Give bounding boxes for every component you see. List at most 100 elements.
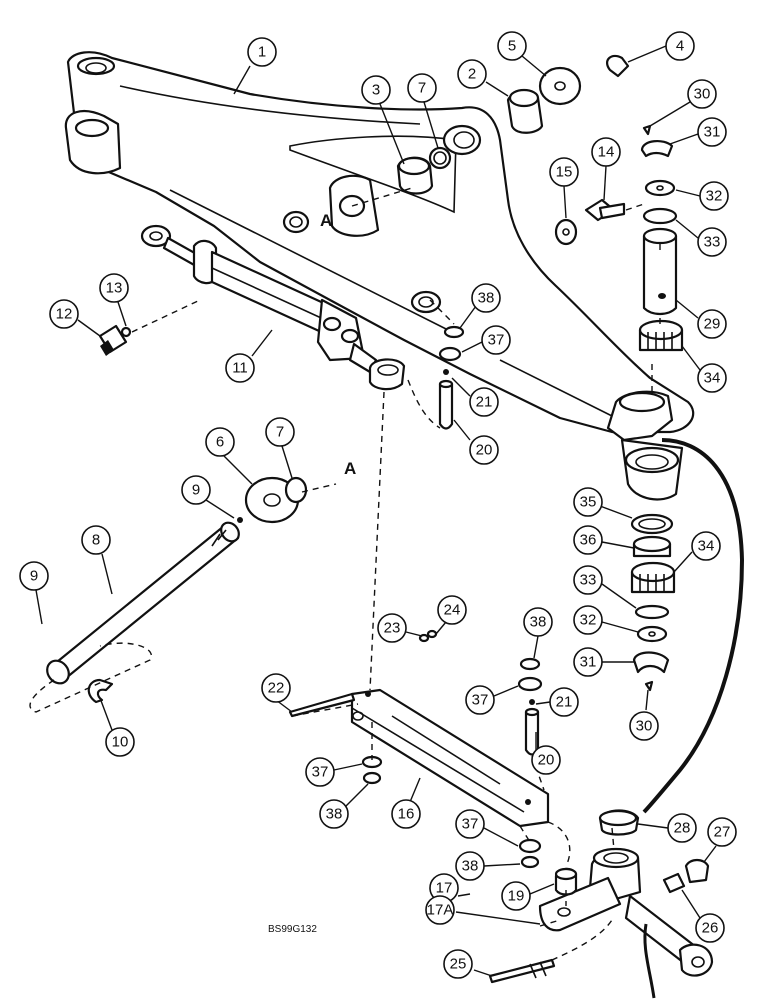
figure-code: BS99G132 (268, 924, 317, 935)
callout-label: 31 (580, 654, 597, 671)
lower-bearing-stack (630, 513, 676, 692)
callout-label: 37 (312, 764, 329, 781)
callout-label: 12 (56, 306, 73, 323)
callout: 23 (377, 613, 423, 643)
callout-label: 6 (216, 434, 224, 451)
callout-label: 32 (580, 612, 597, 629)
callout: 16 (391, 777, 421, 829)
callout: 34 (673, 531, 721, 573)
callout-label: 27 (714, 824, 731, 841)
callout: 6 (205, 427, 253, 485)
upper-pin-group (438, 325, 465, 430)
upper-kingpin-stack (554, 124, 684, 352)
callout: 7 (407, 73, 439, 149)
callout-label: 38 (478, 290, 495, 307)
callout: 21 (535, 687, 579, 717)
callout-group: 1 2 3 7 5 4 30 31 14 15 32 33 29 34 13 1… (19, 31, 737, 979)
callout-label: 36 (580, 532, 597, 549)
callout-label: 3 (372, 82, 380, 99)
hydraulic-hose (642, 438, 745, 999)
callout-label: 29 (704, 316, 721, 333)
callout-label: 35 (580, 494, 597, 511)
callout-label: 21 (476, 394, 493, 411)
callout: 19 (501, 881, 555, 911)
callout-label: 19 (508, 888, 525, 905)
callout-label: 20 (476, 442, 493, 459)
callout: 37 (461, 325, 511, 355)
ref-mark-a: A (320, 211, 332, 230)
callout-label: 7 (276, 424, 284, 441)
callout: 10 (99, 697, 135, 757)
callout: 30 (629, 689, 659, 741)
callout: 37 (305, 757, 363, 787)
callout: 17 (429, 873, 471, 903)
callout: 36 (573, 525, 635, 555)
callout-label: 25 (450, 956, 467, 973)
callout-label: 17A (427, 902, 454, 919)
callout: 38 (459, 283, 501, 329)
callout-label: 31 (704, 124, 721, 141)
callout-label: 15 (556, 164, 573, 181)
callout-label: 16 (398, 806, 415, 823)
callout: 28 (637, 813, 697, 843)
axle-arm (64, 51, 695, 501)
callout-label: 2 (468, 66, 476, 83)
reference-marks: A A (320, 211, 356, 478)
steering-knuckle (488, 809, 714, 984)
hydraulic-cylinder (140, 224, 406, 391)
callout: 38 (319, 783, 369, 829)
callout-label: 28 (674, 820, 691, 837)
callout-label: 22 (268, 680, 285, 697)
callout-label: 7 (418, 80, 426, 97)
callout: 1 (233, 37, 277, 95)
callout: 30 (649, 79, 717, 127)
callout-label: 4 (676, 38, 684, 55)
callout: 38 (455, 851, 521, 881)
callout: 11 (225, 329, 273, 383)
callout: 12 (49, 299, 101, 337)
callout: 31 (669, 117, 727, 147)
callout-label: 13 (106, 280, 123, 297)
callout-label: 24 (444, 602, 461, 619)
callout: 20 (531, 732, 561, 775)
callout-label: 37 (462, 816, 479, 833)
callout: 20 (453, 419, 499, 465)
callout: 8 (81, 525, 113, 595)
tie-link (288, 629, 550, 828)
callout-label: 38 (462, 858, 479, 875)
callout-label: 9 (192, 482, 200, 499)
callout: 26 (681, 889, 725, 943)
pivot-pin (46, 476, 308, 704)
callout-label: 37 (488, 332, 505, 349)
callout-label: 37 (472, 692, 489, 709)
callout: 9 (181, 475, 235, 519)
callout-label: 11 (232, 360, 248, 377)
callout: 21 (451, 377, 499, 417)
callout-label: 38 (530, 614, 547, 631)
callout-label: 34 (698, 538, 715, 555)
callout-label: 33 (580, 572, 597, 589)
callout: 38 (523, 607, 553, 659)
bushings-and-washers (396, 54, 630, 195)
callout: 2 (457, 59, 509, 97)
grease-fitting (98, 324, 132, 356)
callout-label: 5 (508, 38, 516, 55)
callout: 33 (573, 565, 637, 609)
callout: 9 (19, 561, 49, 625)
callout: 37 (455, 809, 519, 847)
callout-label: 17 (436, 880, 453, 897)
callout: 25 (443, 949, 493, 979)
callout: 24 (435, 595, 467, 635)
callout-label: 26 (702, 920, 719, 937)
callout-label: 33 (704, 234, 721, 251)
callout: 17A (425, 895, 541, 925)
callout: 37 (465, 685, 519, 715)
callout: 3 (361, 75, 405, 165)
callout-label: 14 (598, 144, 615, 161)
callout: 5 (497, 31, 547, 77)
callout-label: 30 (636, 718, 653, 735)
callout-label: 30 (694, 86, 711, 103)
callout-label: 34 (704, 370, 721, 387)
callout-label: 9 (30, 568, 38, 585)
